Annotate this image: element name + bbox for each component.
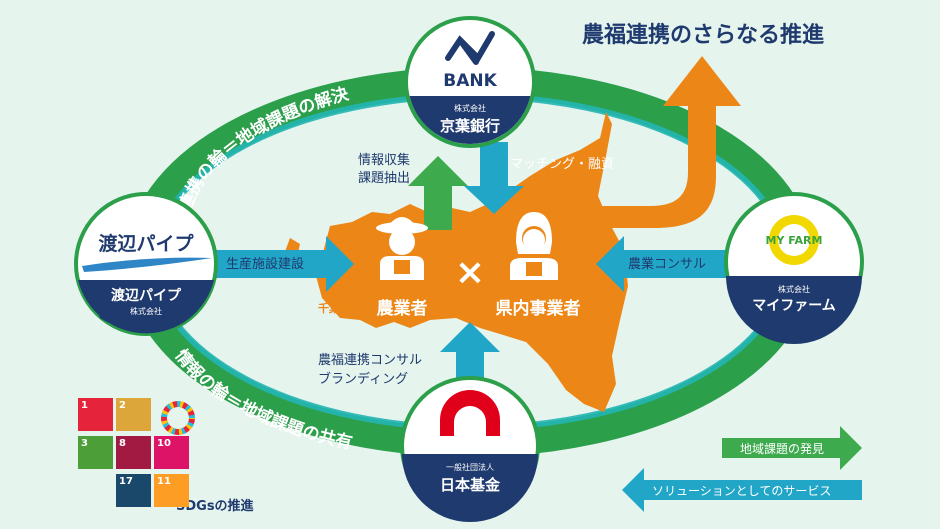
legend-discover-label: 地域課題の発見: [740, 441, 824, 456]
info-label-2: 課題抽出: [358, 170, 410, 186]
sdg-tile-1: 1: [78, 398, 113, 431]
matching-label: マッチング・融資: [510, 157, 614, 172]
facility-right-arrow: [214, 236, 354, 292]
growth-arrow: [598, 56, 741, 228]
business-figure: [510, 212, 558, 280]
pipe-node: 渡辺パイプ 渡辺パイプ 株式会社: [74, 192, 218, 336]
sdg-tile-number: 3: [81, 438, 88, 449]
farm-logo-text: MY FARM: [766, 234, 823, 247]
chiba-map: [316, 112, 628, 412]
cross-symbol: ×: [455, 252, 485, 293]
bank-name: 京葉銀行: [440, 117, 500, 135]
branding-label-1: 農福連携コンサル: [318, 352, 422, 368]
foundation-logo-icon: [440, 390, 500, 436]
facility-label: 生産施設建設: [226, 256, 304, 272]
sdg-tile-3: 3: [78, 436, 113, 469]
consult-left-arrow: [596, 236, 740, 292]
business-label: 県内事業者: [496, 298, 581, 319]
pipe-logo-text: 渡辺パイプ: [98, 232, 194, 255]
sdg-tile-number: 10: [157, 438, 171, 449]
foundation-sub: 一般社団法人: [446, 462, 494, 472]
bank-logo-icon: [445, 31, 495, 65]
sdg-tile-8: 8: [116, 436, 151, 469]
farm-name: マイファーム: [752, 298, 836, 314]
sdg-tile-10: 10: [154, 436, 189, 469]
sdg-tile-number: 8: [119, 438, 126, 449]
pipe-logo-swoosh-icon: [82, 257, 212, 272]
bank-node: BANK 株式会社 京葉銀行: [404, 16, 536, 148]
info-up-arrow: [408, 156, 468, 230]
sdg-tile-number: 11: [157, 476, 171, 487]
branding-up-arrow: [440, 322, 500, 390]
farm-node: MY FARM 株式会社 マイファーム: [724, 192, 864, 344]
sdg-tile-11: 11: [154, 474, 189, 507]
bank-logo-text: BANK: [443, 71, 497, 91]
foundation-name: 日本基金: [440, 476, 501, 494]
foundation-node: 一般社団法人 日本基金: [400, 376, 540, 522]
pipe-name: 渡辺パイプ: [111, 287, 182, 304]
consult-label: 農業コンサル: [628, 256, 706, 272]
farmer-figure: [376, 217, 428, 280]
legend-discover-arrow: [722, 426, 862, 470]
sdg-tile-number: 2: [119, 400, 126, 411]
farmer-label: 農業者: [377, 298, 428, 319]
sdg-wheel-icon: [161, 401, 195, 435]
bank-sub: 株式会社: [454, 103, 486, 113]
chiba-label: 千葉県: [318, 301, 351, 315]
legend-service-arrow: [622, 468, 862, 512]
farm-sub: 株式会社: [778, 284, 810, 294]
sdg-tile-number: 1: [81, 400, 88, 411]
info-label-1: 情報収集: [358, 152, 410, 168]
sdg-tile-number: 17: [119, 476, 133, 487]
sdgs-label: SDGsの推進: [176, 498, 254, 514]
page-title: 農福連携のさらなる推進: [582, 22, 824, 48]
matching-down-arrow: [464, 142, 524, 214]
sdg-tile-2: 2: [116, 398, 151, 431]
sdg-tile-17: 17: [116, 474, 151, 507]
pipe-sub: 株式会社: [130, 306, 162, 316]
legend-service-label: ソリューションとしてのサービス: [652, 484, 831, 498]
branding-label-2: ブランディング: [318, 371, 408, 387]
